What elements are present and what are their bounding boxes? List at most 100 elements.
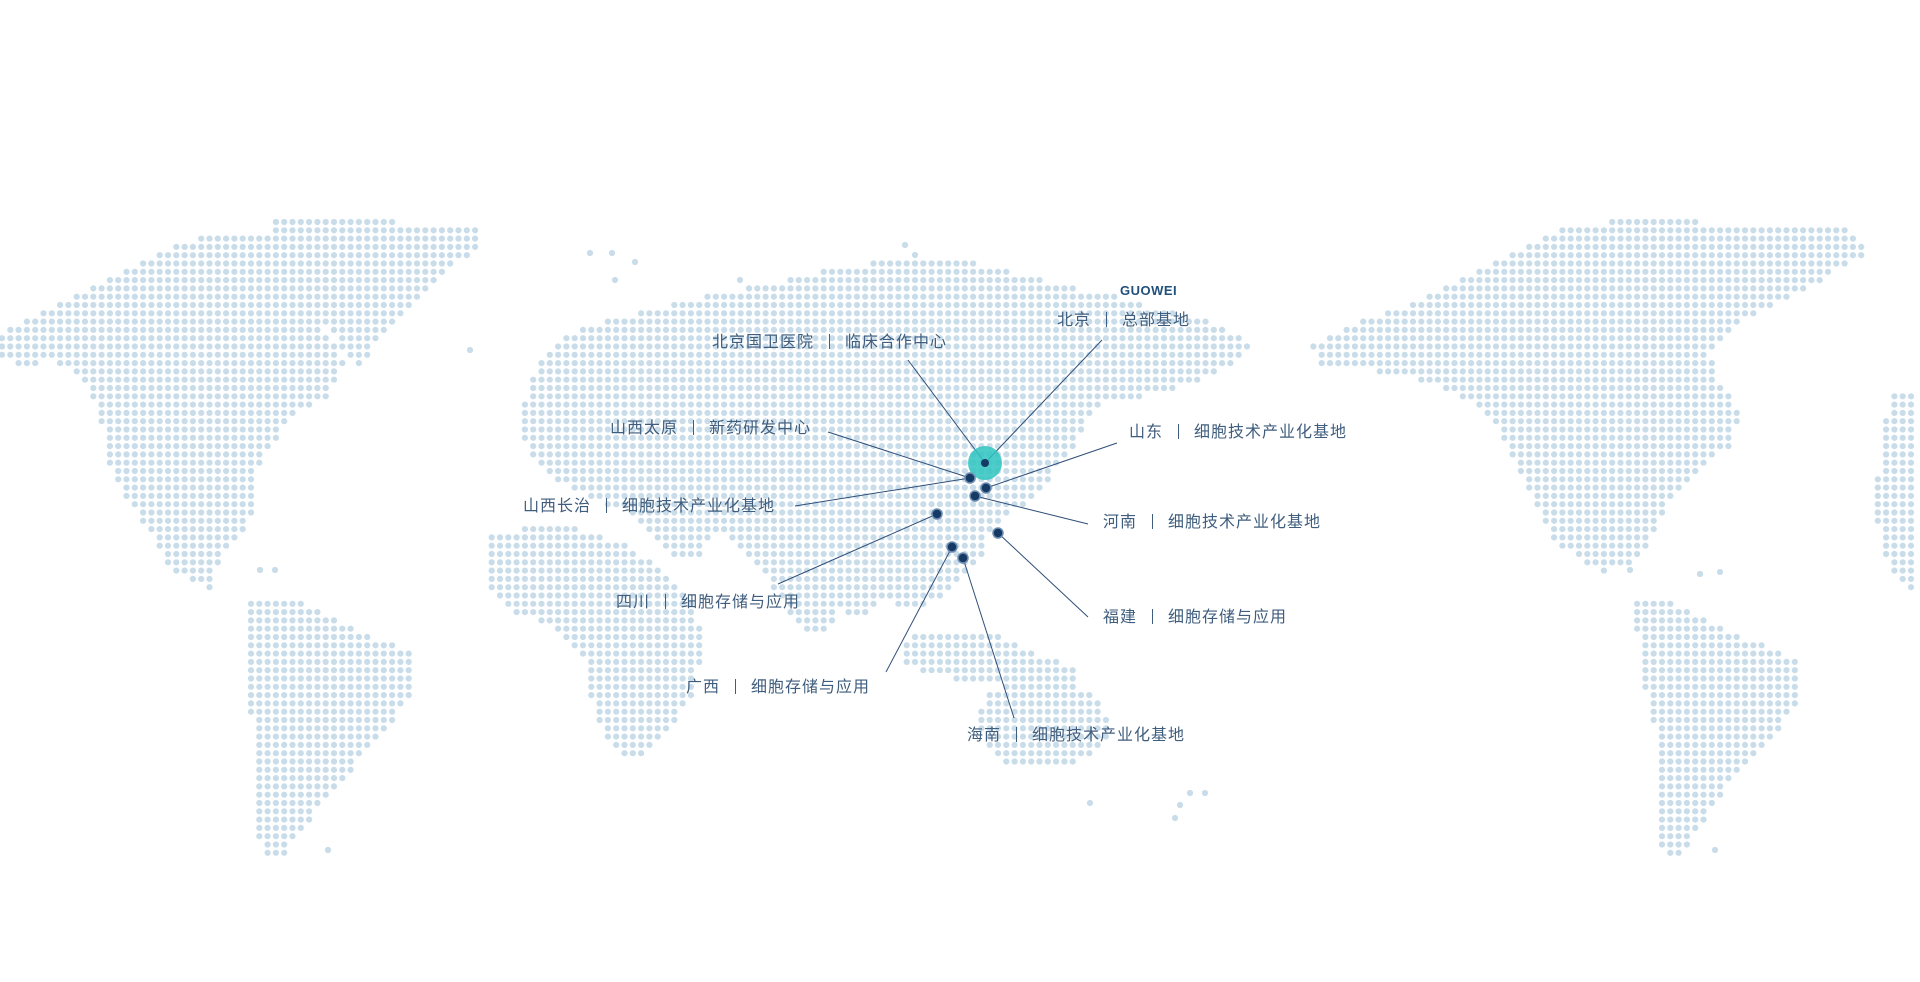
land-dot: [1600, 418, 1607, 425]
land-dot: [729, 360, 736, 367]
land-dot: [970, 384, 977, 392]
land-dot: [1675, 360, 1682, 367]
land-dot: [887, 384, 894, 392]
land-dot: [770, 534, 778, 541]
land-dot: [1003, 509, 1010, 516]
land-dot: [1534, 285, 1541, 292]
land-dot: [1750, 285, 1757, 292]
land-dot: [438, 268, 445, 275]
land-dot: [754, 534, 761, 541]
land-dot: [1634, 277, 1641, 284]
land-dot: [571, 559, 578, 566]
land-dot: [306, 326, 313, 333]
land-dot: [1600, 409, 1607, 416]
land-dot: [737, 418, 744, 425]
land-dot: [1119, 360, 1126, 367]
land-dot: [488, 584, 495, 591]
land-dot: [588, 567, 595, 574]
land-dot: [463, 252, 470, 259]
land-dot: [1028, 484, 1035, 491]
land-dot: [530, 600, 537, 607]
land-dot: [148, 351, 155, 358]
land-dot: [1053, 426, 1060, 433]
land-dot: [878, 443, 885, 450]
land-dot: [1575, 526, 1583, 533]
land-dot: [696, 542, 703, 549]
land-dot: [911, 542, 919, 549]
land-dot: [1451, 335, 1458, 342]
land-dot: [613, 401, 620, 408]
land-dot: [961, 467, 968, 475]
land-dot: [878, 368, 885, 375]
land-dot: [1426, 301, 1433, 309]
land-dot: [1634, 310, 1641, 317]
land-dot: [1127, 393, 1134, 400]
land-dot: [330, 318, 338, 325]
land-dot: [1907, 401, 1915, 408]
land-dot: [1658, 301, 1666, 309]
land-dot: [1036, 326, 1043, 333]
land-dot: [729, 451, 736, 458]
land-dot: [206, 351, 213, 358]
land-dot: [687, 426, 695, 433]
land-dot: [123, 335, 130, 342]
land-dot: [272, 260, 279, 267]
land-dot: [853, 268, 861, 275]
land-dot: [638, 418, 645, 425]
land-dot: [1617, 218, 1624, 226]
land-dot: [1526, 343, 1533, 350]
land-dot: [571, 476, 578, 483]
land-dot: [1642, 393, 1649, 400]
land-dot: [945, 393, 952, 400]
land-dot: [853, 559, 861, 566]
land-dot: [1326, 335, 1334, 342]
land-dot: [131, 268, 138, 275]
land-dot: [571, 426, 578, 433]
land-dot: [779, 467, 786, 475]
land-dot: [546, 384, 553, 392]
land-dot: [530, 575, 537, 583]
land-dot: [1849, 243, 1856, 250]
land-dot: [1551, 409, 1558, 416]
land-dot: [1028, 335, 1035, 342]
land-dot: [521, 542, 529, 549]
land-dot: [164, 326, 172, 333]
land-dot: [994, 492, 1002, 499]
land-dot: [281, 393, 288, 400]
land-dot: [1708, 227, 1715, 234]
land-dot: [1492, 401, 1500, 408]
land-dot: [613, 592, 620, 599]
land-dot: [1061, 418, 1068, 425]
land-dot: [1426, 318, 1433, 325]
land-dot: [795, 559, 802, 566]
land-dot: [787, 426, 794, 433]
land-dot: [131, 484, 138, 491]
land-dot: [1625, 301, 1632, 309]
land-dot: [729, 426, 736, 433]
land-dot: [48, 351, 55, 358]
land-dot: [1741, 277, 1749, 284]
land-dot: [1675, 409, 1682, 416]
land-dot: [795, 360, 802, 367]
land-dot: [604, 467, 612, 475]
land-dot: [1667, 393, 1674, 400]
land-dot: [1169, 310, 1176, 317]
land-dot: [1102, 384, 1109, 392]
land-dot: [57, 318, 64, 325]
land-dot: [837, 360, 844, 367]
land-dot: [870, 467, 877, 475]
land-dot: [223, 335, 230, 342]
land-dot: [231, 376, 238, 383]
land-dot: [1575, 351, 1583, 358]
land-dot: [994, 484, 1002, 491]
land-dot: [671, 542, 678, 549]
land-dot: [231, 318, 238, 325]
land-dot: [729, 310, 736, 317]
land-dot: [862, 534, 869, 541]
land-dot: [1210, 343, 1217, 350]
land-dot: [198, 260, 205, 267]
land-dot: [762, 451, 769, 458]
land-dot: [1036, 343, 1043, 350]
land-dot: [1459, 318, 1466, 325]
land-dot: [1484, 268, 1491, 275]
